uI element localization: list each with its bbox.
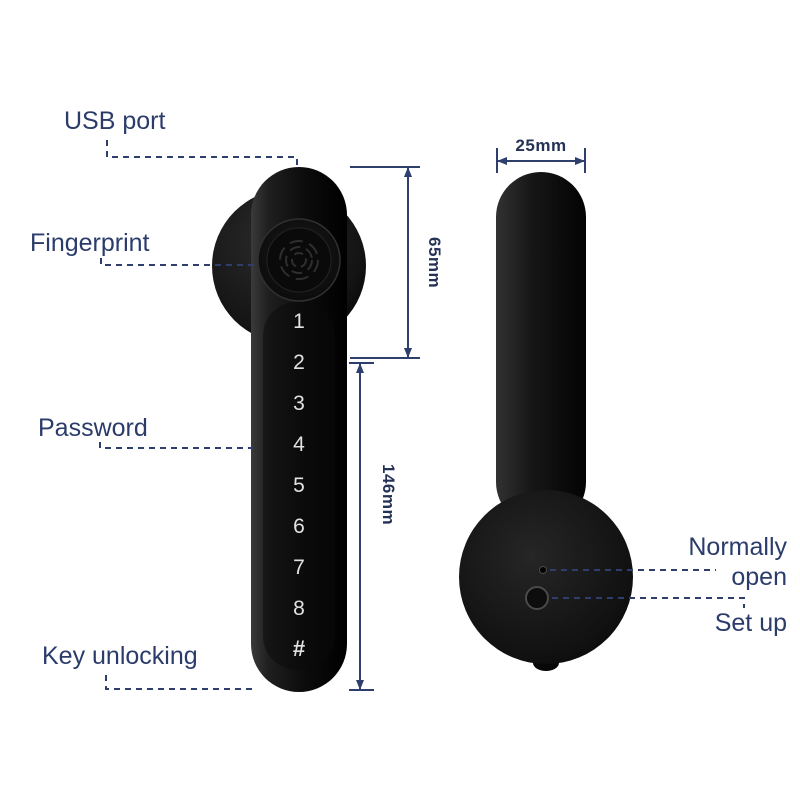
keypad-panel [263, 302, 335, 670]
handle-width-dimension-label: 25mm [515, 136, 567, 155]
dimension-25mm [496, 148, 586, 173]
key-unlocking-leader [105, 675, 252, 690]
keypad-key-7: 7 [293, 556, 305, 579]
set-up-label: Set up [714, 609, 787, 637]
keypad-key-4: 4 [293, 433, 305, 456]
usb-port-leader [106, 140, 298, 166]
side-handle-body [496, 172, 586, 527]
usb-port-label: USB port [64, 107, 166, 135]
key-unlocking-label: Key unlocking [42, 642, 198, 670]
keypad-height-dimension-label: 146mm [379, 464, 398, 526]
dimension-146mm [349, 362, 374, 691]
indicator-hole [539, 566, 547, 574]
fingerprint-leader [100, 258, 257, 266]
keypad-key-5: 5 [293, 474, 305, 497]
side-mounting-rose [459, 490, 633, 664]
setup-button [525, 586, 549, 610]
normally-open-label: Normally open [688, 533, 787, 591]
keypad-key-2: 2 [293, 351, 305, 374]
fingerprint-sensor [257, 218, 341, 302]
fingerprint-label: Fingerprint [30, 229, 150, 257]
keypad-key-8: 8 [293, 597, 305, 620]
password-label: Password [38, 414, 148, 442]
keypad-key-1: 1 [293, 310, 305, 333]
sensor-height-dimension-label: 65mm [425, 237, 444, 289]
keypad-key-6: 6 [293, 515, 305, 538]
keypad-key-3: 3 [293, 392, 305, 415]
dimension-65mm [350, 166, 420, 359]
leader-lines [99, 140, 745, 690]
set-up-leader [552, 597, 745, 608]
password-leader [99, 442, 253, 449]
keypad-key-hash: # [292, 636, 306, 661]
